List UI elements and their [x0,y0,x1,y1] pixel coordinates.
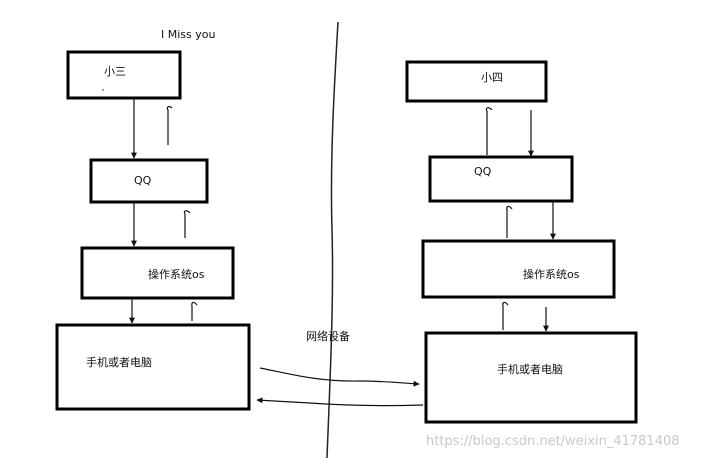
left-os-box [80,246,235,300]
right-user-box [405,60,548,103]
right-os-box [421,239,616,299]
right-user-label: 小四 [481,71,503,84]
right-qq-box [428,155,574,203]
network-label: 网络设备 [306,330,350,343]
stray-dot [102,89,104,91]
right-arrow-device-to-os [502,301,509,330]
right-device-box [424,331,638,424]
diagram-title: I Miss you [161,28,216,41]
left-arrow-device-to-os [191,301,198,321]
watermark: https://blog.csdn.net/weixin_41781408 [426,434,680,449]
left-os-label: 操作系统os [148,268,205,281]
left-arrow-os-to-qq [183,210,191,238]
right-app-label: QQ [474,165,492,178]
left-app-label: QQ [134,174,152,187]
right-os-label: 操作系统os [523,268,580,281]
network-arrow-right-to-left [256,397,424,407]
left-user-label: 小三 [104,65,126,78]
network-divider-line [326,21,339,459]
network-arrow-left-to-right [259,367,420,387]
right-device-label: 手机或者电脑 [497,363,563,376]
right-arrow-qq-to-user [485,107,493,155]
left-device-label: 手机或者电脑 [86,356,152,369]
left-device-box [55,323,251,411]
left-arrow-qq-to-user [166,105,173,145]
left-qq-box [89,158,209,204]
right-arrow-os-to-qq [506,205,513,238]
left-user-box [66,50,182,100]
